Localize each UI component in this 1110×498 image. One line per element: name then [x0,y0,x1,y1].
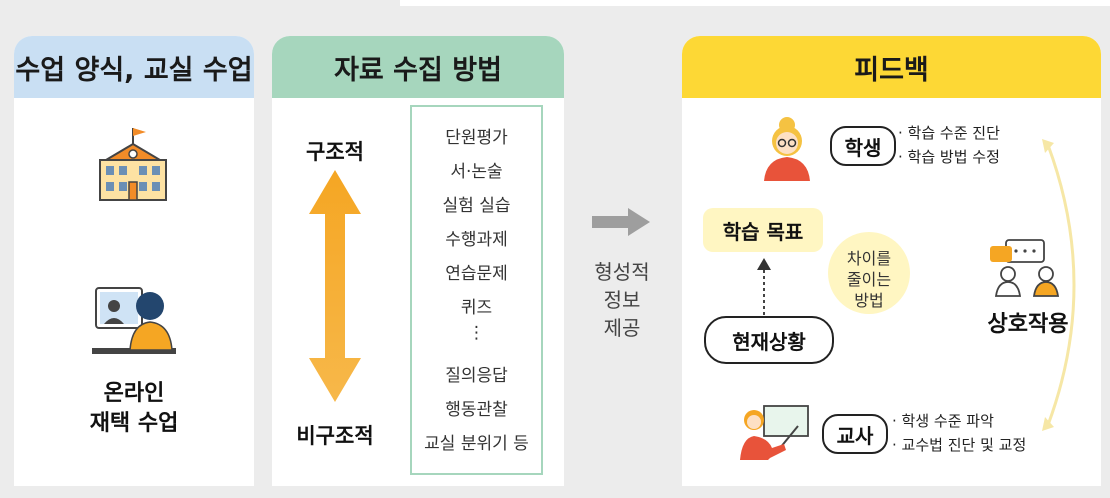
class-format-header: 수업 양식, 교실 수업 [14,36,254,98]
list-item: ⋮ [468,323,485,343]
list-item: 단원평가 [445,128,508,148]
interaction-label: 상호작용 [987,312,1069,337]
gap-line2: 줄이는 [846,270,892,289]
interaction-curve [1042,139,1076,431]
unstructured-label: 비구조적 [296,424,374,448]
top-strip [400,0,1110,6]
online-line2: 재택 수업 [89,411,179,436]
class-format-card: 수업 양식, 교실 수업 [14,36,254,486]
teacher-item-2: · 교수법 진단 및 교정 [892,436,1027,454]
teacher-label: 교사 [822,414,888,454]
method-list: 단원평가 서·논술 실험 실습 수행과제 연습문제 퀴즈 ⋮ 질의응답 행동관찰… [410,105,543,475]
conversation-icon [990,239,1060,297]
gap-arrow [757,258,771,316]
gap-reducing-bubble [828,232,910,314]
list-item: 수행과제 [445,230,508,250]
list-item: 질의응답 [445,366,508,386]
structure-range-arrow [309,170,361,402]
list-item: 행동관찰 [445,400,508,420]
data-collection-header: 자료 수집 방법 [272,36,564,98]
learning-goal: 학습 목표 [703,208,823,252]
gap-line3: 방법 [854,291,884,310]
list-item: 교실 분위기 등 [424,434,529,454]
online-line1: 온라인 [103,381,165,406]
student-item-2: · 학습 방법 수정 [898,148,1000,166]
formative-line1: 형성적 [594,260,650,284]
school-building-icon [99,128,167,201]
student-icon [764,117,810,181]
formative-line3: 제공 [603,316,641,340]
current-status: 현재상황 [704,316,834,364]
formative-line2: 정보 [603,288,641,312]
list-item: 연습문제 [445,264,508,284]
teacher-item-1: · 학생 수준 파악 [892,412,994,430]
structured-label: 구조적 [306,140,364,164]
right-arrow-icon [592,208,650,236]
online-learner-icon [92,287,176,354]
list-item: 퀴즈 [460,298,493,318]
student-item-1: · 학습 수준 진단 [898,124,1000,142]
list-item: 서·논술 [450,162,503,182]
student-label: 학생 [830,126,896,166]
list-item: 실험 실습 [442,196,511,216]
teacher-icon [740,405,809,460]
gap-line1: 차이를 [846,249,892,268]
feedback-header: 피드백 [682,36,1101,98]
